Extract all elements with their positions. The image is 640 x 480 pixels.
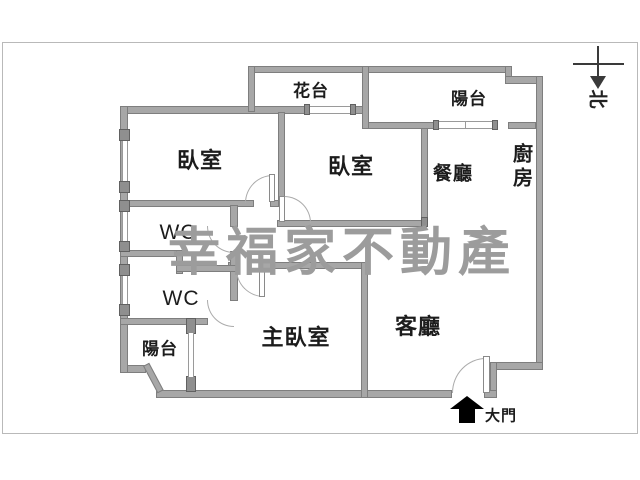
wall-bottom-door-right xyxy=(484,390,497,398)
door-leaf-bedroom1 xyxy=(269,174,275,202)
room-label-bedroom-top-left: 臥室 xyxy=(176,148,224,173)
window-balcony-bottom xyxy=(188,333,194,377)
wall-wc-column-upper xyxy=(230,205,238,227)
window-cap xyxy=(350,104,356,115)
room-label-wc-upper: WC xyxy=(159,221,197,244)
wall-flower-right xyxy=(362,66,369,129)
room-label-wc-lower: WC xyxy=(162,287,200,310)
wall-flower-left xyxy=(248,66,255,112)
wall-balcony2-cap-top xyxy=(186,318,196,334)
door-leaf-master xyxy=(259,269,265,297)
wall-wc2-bottom xyxy=(120,318,208,325)
entrance-label: 大門 xyxy=(484,407,518,425)
compass-north-label: 北 xyxy=(586,89,608,109)
room-label-flower-stand: 花台 xyxy=(293,81,329,101)
wall-balcony2-cap-bottom xyxy=(186,376,196,392)
window-cap xyxy=(119,200,130,212)
compass-line-horizontal xyxy=(573,63,624,65)
wall-bottomright-step-h xyxy=(490,362,543,370)
room-label-kitchen: 廚房 xyxy=(509,143,532,191)
wall-right-outer xyxy=(536,76,543,368)
room-label-master-bedroom: 主臥室 xyxy=(261,325,331,350)
door-leaf-main-entrance xyxy=(483,356,490,393)
room-label-balcony-bottom: 陽台 xyxy=(142,339,178,359)
room-label-bedroom-top-center: 臥室 xyxy=(327,154,375,179)
image-frame xyxy=(2,42,638,434)
entrance-arrow-icon xyxy=(450,396,484,409)
wall-master-right xyxy=(361,262,368,398)
wall-wc-divider-lower xyxy=(176,265,238,272)
window-cap xyxy=(492,120,498,130)
window-wc2-left xyxy=(122,276,128,304)
wall-wc-divider-stub xyxy=(176,250,183,274)
wall-bedroom-divider xyxy=(278,112,285,207)
compass-arrowhead-icon xyxy=(590,76,606,89)
window-wc1-left xyxy=(122,212,128,241)
window-cap xyxy=(119,304,130,316)
window-cap xyxy=(119,181,130,193)
window-cap xyxy=(433,120,439,130)
door-leaf-bedroom2 xyxy=(279,196,285,222)
wall-dining-left-cap xyxy=(421,217,428,227)
room-label-balcony-top: 陽台 xyxy=(451,89,487,109)
window-slider-tick xyxy=(465,121,466,129)
agency-watermark: 幸福家不動產 xyxy=(168,224,517,282)
window-flower-stand xyxy=(308,106,352,114)
room-label-dining-room: 餐廳 xyxy=(432,163,474,185)
window-cap xyxy=(119,129,130,141)
window-cap xyxy=(304,104,310,115)
wall-balcony-top-solid-right xyxy=(508,122,536,129)
wall-top-flower-balcony xyxy=(248,66,512,73)
window-cap xyxy=(119,241,130,252)
wall-bottom-main xyxy=(156,390,452,398)
window-cap xyxy=(119,264,130,276)
room-label-living-room: 客廳 xyxy=(394,314,442,339)
window-bedroom1-left xyxy=(122,141,128,181)
wall-balcony-top-solid-left xyxy=(368,122,437,129)
entrance-arrow-shaft xyxy=(459,408,475,423)
